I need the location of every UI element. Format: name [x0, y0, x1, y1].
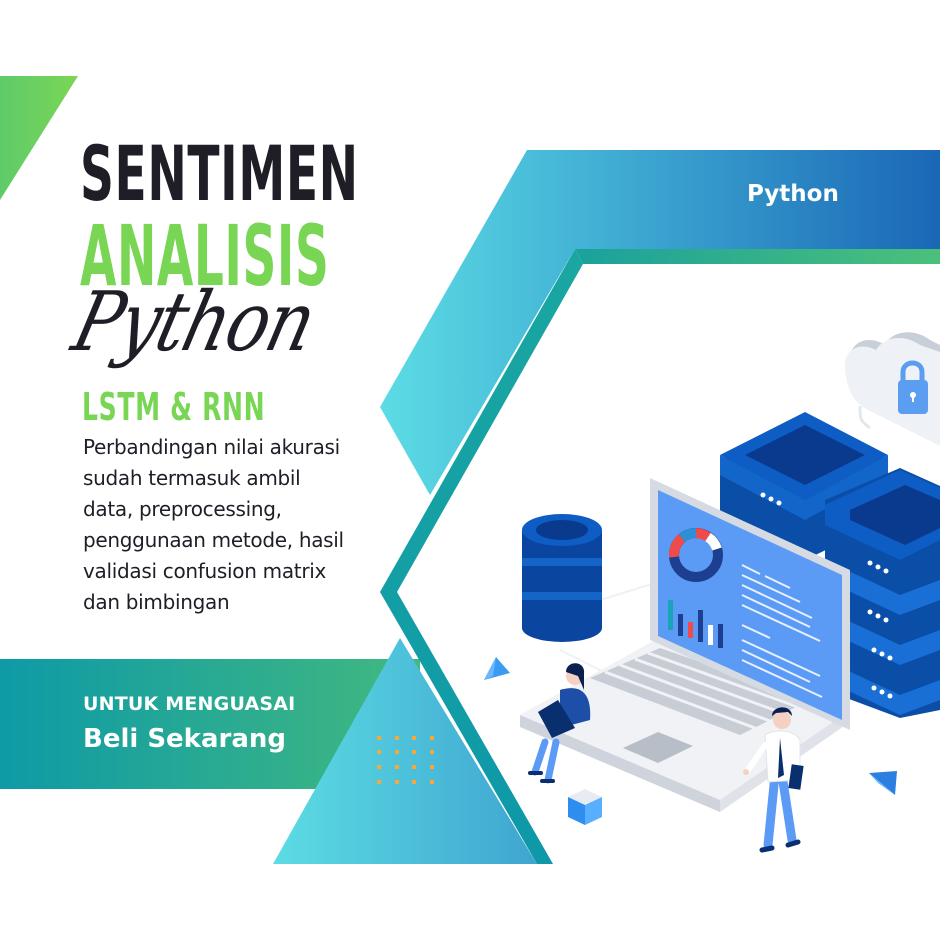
description-line: sudah termasuk ambil [83, 466, 301, 490]
dot-grid [377, 736, 434, 784]
cloud-lock-icon [845, 332, 940, 446]
description-line: validasi confusion matrix [83, 559, 327, 583]
server-icon [720, 412, 940, 718]
description: Perbandingan nilai akurasi sudah termasu… [83, 432, 413, 618]
illustration [484, 332, 940, 853]
description-line: data, preprocessing, [83, 497, 282, 521]
green-corner-triangle [0, 76, 78, 200]
description-line: penggunaan metode, hasil [83, 528, 344, 552]
database-icon [522, 514, 602, 642]
person-woman-icon [528, 663, 591, 784]
headline-line2: ANALISIS [80, 207, 330, 305]
blue-pyramid-right [869, 771, 897, 795]
blue-cube [568, 789, 602, 825]
headline-subtitle: LSTM & RNN [82, 385, 266, 429]
green-strip [575, 249, 940, 264]
buy-now-button[interactable]: Beli Sekarang [83, 724, 287, 754]
description-line: dan bimbingan [83, 590, 230, 614]
banner-subtitle: UNTUK MENGUASAI [83, 693, 296, 715]
bottom-triangle [273, 638, 537, 864]
headline-script: Python [64, 275, 324, 370]
teal-chevron [380, 249, 583, 864]
description-line: Perbandingan nilai akurasi [83, 435, 340, 459]
top-gradient-band [380, 150, 940, 495]
python-tag: Python [747, 181, 839, 207]
person-man-icon [743, 707, 804, 853]
laptop-dashboard-icon [520, 478, 850, 812]
headline-line1: SENTIMEN [80, 129, 359, 218]
